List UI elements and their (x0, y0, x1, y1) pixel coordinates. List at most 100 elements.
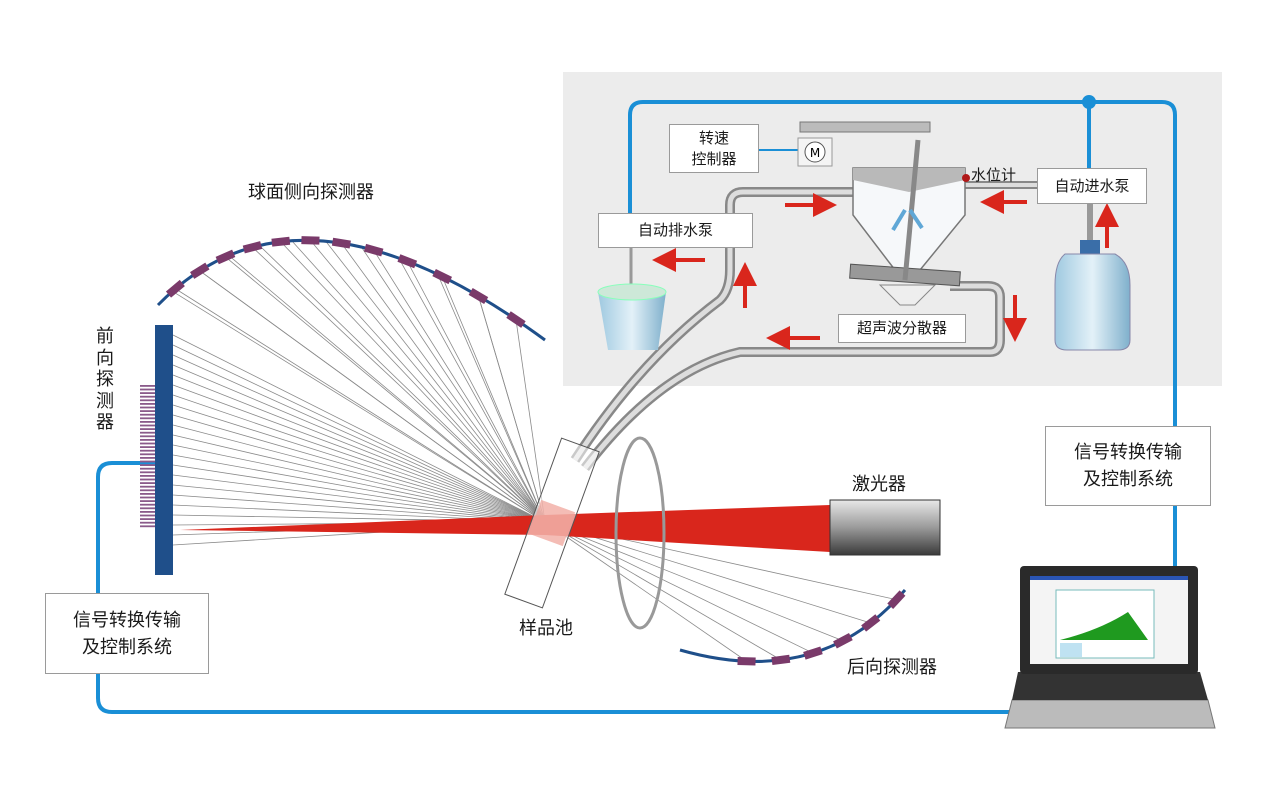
stirrer-motor: M (797, 121, 931, 167)
scattered-ray (172, 290, 546, 523)
detector-element (140, 514, 155, 517)
scattered-ray (172, 384, 546, 523)
scattered-ray (280, 241, 546, 523)
detector-element (397, 254, 418, 269)
detector-element (506, 311, 526, 328)
laser-source (829, 499, 941, 556)
detector-element (737, 656, 756, 666)
motor-icon: M (810, 146, 820, 160)
detector-element (140, 467, 155, 470)
scattered-ray (544, 521, 871, 624)
detector-element (140, 449, 155, 452)
detector-element (140, 457, 155, 459)
scattered-ray (341, 242, 546, 523)
auto-inlet-pump-box: 自动进水泵 (1037, 168, 1147, 204)
detector-element (140, 439, 155, 441)
scattered-ray (172, 414, 546, 523)
water-level-sensor-icon (962, 174, 970, 182)
circulation-pipes (570, 181, 1093, 472)
scattered-ray (172, 444, 546, 523)
flow-arrows (652, 190, 1119, 350)
signal-system-text: 信号转换传输 (1074, 442, 1182, 463)
signal-system-text: 信号转换传输 (73, 609, 181, 631)
detector-element (140, 489, 155, 492)
detector-element (833, 633, 853, 649)
drain-bucket-icon (597, 283, 667, 350)
detector-element (140, 496, 155, 499)
scattered-ray (172, 354, 546, 523)
scattered-rays (172, 240, 897, 662)
detector-element (140, 385, 155, 387)
detector-element (363, 243, 384, 257)
detector-element (140, 406, 155, 409)
detector-element (140, 442, 155, 445)
scattered-ray (515, 319, 546, 523)
detector-element (140, 507, 155, 510)
scattered-ray (373, 249, 546, 523)
scattered-ray (437, 274, 546, 523)
back-detector-label: 后向探测器 (847, 657, 937, 678)
water-level-label: 水位计 (971, 166, 1017, 184)
detector-element (140, 475, 155, 477)
scattered-ray (175, 288, 546, 523)
water-bottle-icon (1054, 240, 1131, 351)
detector-element (140, 500, 155, 502)
detector-element (803, 646, 823, 660)
scattered-ray (478, 295, 546, 523)
scattered-ray (172, 424, 546, 523)
sample-cell (504, 437, 600, 609)
signal-lines (96, 95, 1177, 714)
sample-cell-label: 样品池 (519, 618, 573, 639)
scattered-ray (291, 240, 546, 523)
detector-element (140, 424, 155, 427)
signal-system-text: 及控制系统 (82, 636, 172, 658)
scattered-ray (544, 521, 844, 642)
scattered-ray (225, 256, 546, 523)
signal-control-system-box-right: 信号转换传输 及控制系统 (1045, 426, 1211, 506)
detector-element (140, 482, 155, 484)
detector-element (140, 485, 155, 488)
scattered-ray (406, 261, 546, 523)
scattered-ray (172, 394, 546, 523)
side-detector-label: 球面侧向探测器 (248, 182, 374, 203)
ultrasonic-disperser-box: 超声波分散器 (838, 314, 966, 343)
speed-controller-box: 转速 控制器 (669, 124, 759, 173)
scattered-ray (172, 404, 546, 523)
detector-element (140, 410, 155, 412)
detector-element (140, 464, 155, 466)
scattered-ray (310, 240, 546, 523)
detector-element (190, 262, 210, 279)
detector-element (140, 392, 155, 394)
detector-element (140, 413, 155, 416)
detector-element (140, 388, 155, 391)
scattered-ray (544, 521, 814, 654)
detector-element (140, 403, 155, 405)
laser-label: 激光器 (852, 474, 906, 495)
scattered-ray (172, 474, 546, 523)
scattered-ray (259, 245, 546, 523)
laptop-icon (1004, 566, 1216, 729)
forward-detector-label: 前向探测器 (96, 326, 114, 434)
scattered-ray (172, 334, 546, 523)
detector-element (140, 417, 155, 420)
detector-element (887, 590, 906, 609)
detector-element (140, 399, 155, 402)
detector-element (468, 287, 489, 304)
detector-element (140, 453, 155, 456)
detector-element (165, 279, 185, 298)
scattered-ray (172, 434, 546, 523)
scattered-ray (172, 364, 546, 523)
detector-element (242, 241, 263, 254)
scattered-ray (172, 454, 546, 523)
detector-element (140, 521, 155, 524)
detector-element (301, 236, 320, 245)
laser-beam (180, 505, 830, 552)
detector-element (140, 478, 155, 481)
detector-element (140, 428, 155, 430)
detector-element (861, 614, 881, 632)
scattered-ray (172, 464, 546, 523)
signal-system-text: 及控制系统 (1083, 469, 1173, 490)
detector-element (215, 249, 236, 265)
detector-element (140, 511, 155, 513)
scattered-ray (199, 270, 546, 523)
